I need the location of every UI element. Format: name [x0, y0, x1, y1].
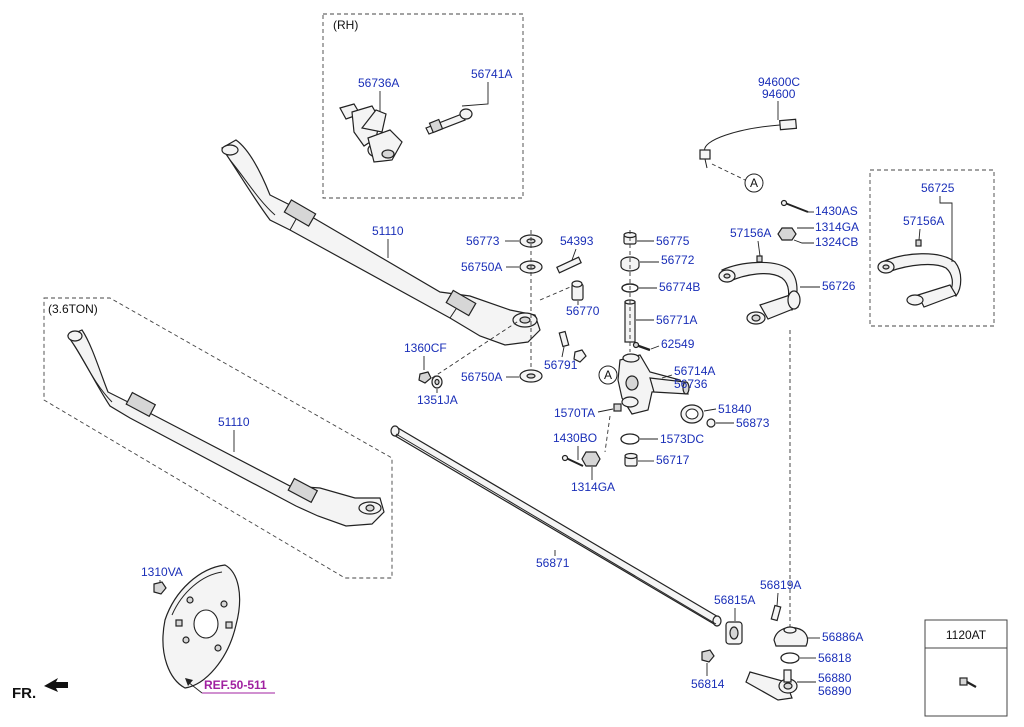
castle-nut-1314GA-bottom — [581, 451, 601, 467]
label-1570TA: 1570TA — [554, 406, 595, 420]
oring-1573DC — [620, 433, 640, 445]
grease-cap — [573, 349, 587, 363]
legend-code: 1120AT — [946, 628, 987, 642]
label-51110-bottom: 51110 — [218, 415, 250, 429]
label-56717: 56717 — [656, 453, 690, 467]
arm-inset-drawing — [877, 239, 962, 308]
label-56890: 56890 — [818, 684, 852, 698]
steering-arm-56726 — [718, 261, 801, 325]
label-56725: 56725 — [921, 181, 955, 195]
label-1314GA-top: 1314GA — [815, 220, 859, 234]
clamp-56815A — [725, 621, 743, 645]
bushing-56717 — [624, 452, 638, 467]
bolt-62549 — [632, 341, 651, 352]
boot-56886A — [773, 626, 809, 647]
label-56773: 56773 — [466, 234, 500, 248]
label-56714A: 56714A — [674, 364, 715, 378]
label-56750A-bottom: 56750A — [461, 370, 502, 384]
front-arrow-icon — [44, 678, 68, 692]
bolt-56770 — [571, 280, 584, 301]
castle-nut-1314GA-top — [777, 227, 797, 241]
washer-1351JA — [431, 375, 443, 389]
nut-56873 — [706, 418, 716, 428]
label-94600: 94600 — [762, 87, 796, 101]
bolt-56819A — [770, 604, 782, 622]
label-56774B: 56774B — [659, 280, 700, 294]
label-62549: 62549 — [661, 337, 695, 351]
label-56750A-top: 56750A — [461, 260, 502, 274]
ring-56818 — [780, 652, 800, 664]
cotter-pin-1430AS — [780, 199, 809, 213]
rh-inset-box — [322, 13, 524, 199]
marker-a-top: A — [750, 176, 758, 190]
legend-box: 1120AT — [924, 619, 1008, 717]
label-1573DC: 1573DC — [660, 432, 704, 446]
pin-54393 — [556, 256, 582, 274]
marker-a-center: A — [604, 368, 612, 382]
bolt-icon — [959, 677, 977, 688]
label-56741A: 56741A — [471, 67, 512, 81]
grease-nipple-left — [756, 255, 763, 263]
label-1430BO: 1430BO — [553, 431, 597, 445]
label-94600C: 94600C — [758, 75, 800, 89]
nut-1360CF — [418, 371, 432, 384]
label-1360CF: 1360CF — [404, 341, 447, 355]
rh-inset-title: (RH) — [333, 18, 358, 32]
label-1324CB: 1324CB — [815, 235, 858, 249]
label-56736: 56736 — [674, 377, 708, 391]
knuckle-56714A — [617, 353, 690, 415]
label-54393: 54393 — [560, 234, 594, 248]
label-1430AS: 1430AS — [815, 204, 858, 218]
label-56880: 56880 — [818, 671, 852, 685]
label-56886A: 56886A — [822, 630, 863, 644]
grease-fitting-1570TA — [613, 403, 622, 412]
tie-rod-56871 — [390, 425, 722, 627]
marker-circle-a-top — [744, 173, 764, 193]
label-56771A: 56771A — [656, 313, 697, 327]
bolt-1310VA — [153, 581, 167, 595]
marker-circle-a-center — [598, 365, 618, 385]
tie-rod-end-56880 — [745, 669, 798, 701]
label-56772: 56772 — [661, 253, 695, 267]
label-56873: 56873 — [736, 416, 770, 430]
label-56815A: 56815A — [714, 593, 755, 607]
label-56818: 56818 — [818, 651, 852, 665]
axle-beam-3-6ton — [67, 329, 385, 527]
bearing-56750A-bottom — [519, 369, 543, 383]
ton-inset-box — [43, 297, 393, 579]
label-51110-top: 51110 — [372, 224, 404, 238]
label-56819A: 56819A — [760, 578, 801, 592]
label-56871: 56871 — [536, 556, 570, 570]
label-56775: 56775 — [656, 234, 690, 248]
label-56770: 56770 — [566, 304, 600, 318]
label-56791: 56791 — [544, 358, 578, 372]
nut-56814 — [701, 649, 715, 663]
rh-tie-rod-drawing — [425, 108, 473, 135]
cotter-pin-1430BO — [561, 454, 584, 467]
backing-plate — [162, 564, 241, 689]
label-56736A: 56736A — [358, 76, 399, 90]
ref-link[interactable]: REF.50-511 — [204, 678, 267, 692]
label-57156A-right: 57156A — [903, 214, 944, 228]
front-direction-label: FR. — [12, 685, 36, 702]
oring-56774B — [621, 283, 639, 293]
label-51840: 51840 — [718, 402, 752, 416]
label-56814: 56814 — [691, 677, 725, 691]
label-57156A-left: 57156A — [730, 226, 771, 240]
rh-knuckle-drawing — [339, 103, 403, 163]
bolt-56791 — [558, 330, 570, 348]
label-1310VA: 1310VA — [141, 565, 183, 579]
label-1314GA-bottom: 1314GA — [571, 480, 615, 494]
speed-sensor-cable — [699, 118, 798, 169]
label-1351JA: 1351JA — [417, 393, 458, 407]
seal-51840 — [680, 404, 704, 424]
label-56726: 56726 — [822, 279, 856, 293]
ton-inset-title: (3.6TON) — [48, 302, 98, 316]
